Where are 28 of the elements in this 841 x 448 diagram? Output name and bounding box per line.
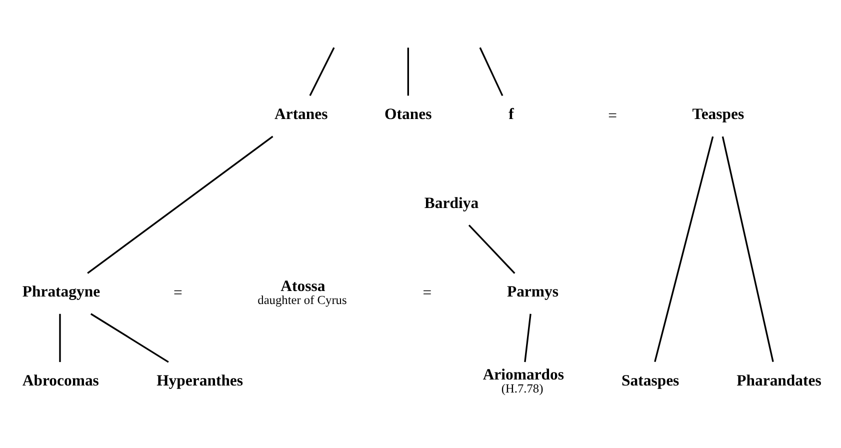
connector	[468, 224, 516, 274]
node-label: daughter of Cyrus	[258, 292, 347, 307]
connector	[479, 46, 504, 96]
node-text: Otanes	[384, 106, 432, 123]
node-text: Pharandates	[736, 372, 822, 389]
node-text: Bardiya	[424, 194, 479, 212]
node-text: Phratagyne	[22, 283, 100, 300]
node-text: Parmys	[506, 283, 558, 300]
node-text: Abrocomas	[22, 372, 99, 389]
connector	[90, 312, 169, 362]
label: =	[173, 284, 182, 302]
node-text: Teaspes	[692, 106, 744, 123]
node-text: Atossa	[280, 277, 326, 294]
label: =	[422, 284, 432, 302]
node-label: (H.7.78)	[501, 381, 544, 396]
label: =	[608, 106, 617, 124]
connector	[524, 313, 532, 362]
node-text: Sataspes	[622, 372, 680, 389]
connector	[722, 136, 774, 362]
node-text: Artanes	[274, 106, 328, 123]
node-text: f	[508, 106, 514, 123]
connector	[309, 46, 335, 96]
node-text: Hyperanthes	[156, 372, 244, 389]
connector	[654, 136, 714, 362]
node-text: Ariomardos	[482, 366, 564, 384]
connector	[87, 135, 274, 274]
connector	[59, 313, 61, 362]
connector	[407, 47, 409, 96]
